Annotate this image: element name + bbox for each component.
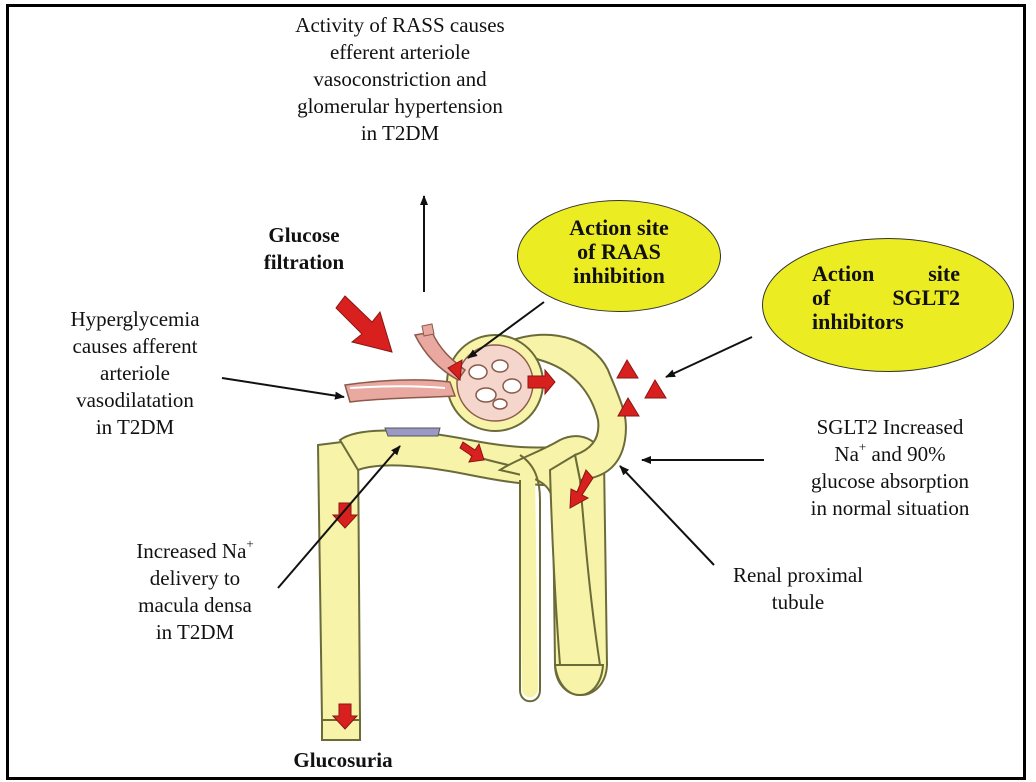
sglt2-line-2-word-2: SGLT2: [892, 286, 960, 310]
rass-line-5: in T2DM: [250, 120, 550, 147]
macula-densa: [385, 428, 440, 436]
renal-proximal-label: Renal proximal tubule: [700, 562, 896, 616]
renal-proximal-line-1: Renal proximal: [700, 562, 896, 589]
hyperglycemia-line-5: in T2DM: [40, 414, 230, 441]
glucosuria-label: Glucosuria: [268, 747, 418, 774]
increased-na-text: Increased Na: [136, 539, 246, 563]
glucosuria-text: Glucosuria: [268, 747, 418, 774]
increased-na-line-1: Increased Na+: [100, 538, 290, 565]
increased-na-line-3: macula densa: [100, 592, 290, 619]
sglt2-line-3: inhibitors: [812, 310, 960, 334]
raas-inhibition-text: Action site of RAAS inhibition: [517, 216, 721, 288]
sglt2-inhibitors-text: Action site of SGLT2 inhibitors: [812, 262, 960, 334]
glucose-filtration-line-1: Glucose: [238, 222, 370, 249]
hyperglycemia-line-4: vasodilatation: [40, 387, 230, 414]
glucose-filtration-label: Glucose filtration: [238, 222, 370, 276]
sglt2-increased-line-1: SGLT2 Increased: [770, 414, 1010, 441]
increased-na-line-2: delivery to: [100, 565, 290, 592]
increased-na-line-4: in T2DM: [100, 619, 290, 646]
sglt2-increased-label: SGLT2 Increased Na+ and 90% glucose abso…: [770, 414, 1010, 522]
hyperglycemia-line-3: arteriole: [40, 360, 230, 387]
hyperglycemia-label: Hyperglycemia causes afferent arteriole …: [40, 306, 230, 441]
rass-line-2: efferent arteriole: [250, 39, 550, 66]
sodium-charge: +: [859, 439, 866, 454]
increased-na-label: Increased Na+ delivery to macula densa i…: [100, 538, 290, 646]
sglt2-line-2-word-1: of: [812, 286, 830, 310]
sglt2-line-1-word-1: Action: [812, 262, 874, 286]
renal-proximal-line-2: tubule: [700, 589, 896, 616]
sglt2-increased-line-2: Na+ and 90%: [770, 441, 1010, 468]
raas-line-2: of RAAS: [517, 240, 721, 264]
sglt2-line-2: of SGLT2: [812, 286, 960, 310]
rass-activity-label: Activity of RASS causes efferent arterio…: [250, 12, 550, 147]
sglt2-increased-percent: and 90%: [866, 442, 945, 466]
sglt2-line-1-word-2: site: [928, 262, 960, 286]
glucose-filtration-line-2: filtration: [238, 249, 370, 276]
sglt2-increased-line-4: in normal situation: [770, 495, 1010, 522]
increased-na-charge: +: [246, 536, 253, 551]
sglt2-line-1: Action site: [812, 262, 960, 286]
rass-line-4: glomerular hypertension: [250, 93, 550, 120]
hyperglycemia-line-1: Hyperglycemia: [40, 306, 230, 333]
rass-line-1: Activity of RASS causes: [250, 12, 550, 39]
hyperglycemia-line-2: causes afferent: [40, 333, 230, 360]
raas-line-1: Action site: [517, 216, 721, 240]
sglt2-increased-line-3: glucose absorption: [770, 468, 1010, 495]
rass-line-3: vasoconstriction and: [250, 66, 550, 93]
sodium-text: Na: [834, 442, 859, 466]
raas-line-3: inhibition: [517, 264, 721, 288]
